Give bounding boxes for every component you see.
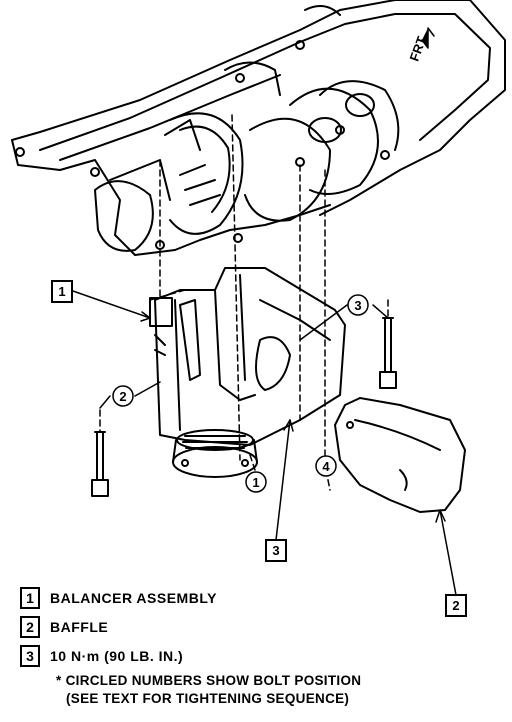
front-orientation-label: FRT (407, 34, 430, 63)
svg-text:3: 3 (272, 543, 279, 558)
callout-box-1: 1 (51, 280, 73, 303)
legend-label: BAFFLE (50, 619, 109, 635)
legend-number-box: 2 (20, 616, 40, 638)
svg-text:1: 1 (58, 284, 65, 299)
svg-text:1: 1 (252, 475, 259, 490)
bolt-position-circle-1: 1 (245, 471, 267, 493)
balancer-housing-drawing (149, 267, 346, 478)
callout-box-3: 3 (265, 539, 287, 562)
legend-number-box: 3 (20, 645, 40, 667)
bolt-right-drawing (379, 317, 397, 389)
svg-text:2: 2 (119, 389, 126, 404)
legend-item-torque: 3 10 N·m (90 LB. IN.) (20, 645, 183, 667)
legend-label: 10 N·m (90 LB. IN.) (50, 648, 184, 664)
legend-item-baffle: 2 BAFFLE (20, 616, 108, 638)
engine-block-drawing (11, 0, 506, 256)
note-line-1: * CIRCLED NUMBERS SHOW BOLT POSITION (56, 673, 362, 688)
bolt-position-circle-4: 4 (315, 455, 337, 477)
bolt-position-circle-2: 2 (112, 385, 134, 407)
legend-number-box: 1 (20, 587, 40, 609)
bolt-position-circle-3: 3 (347, 294, 369, 316)
svg-text:2: 2 (452, 598, 459, 613)
callout-box-2: 2 (445, 594, 467, 617)
legend-item-balancer-assembly: 1 BALANCER ASSEMBLY (20, 587, 217, 609)
svg-text:4: 4 (322, 459, 330, 474)
svg-text:3: 3 (354, 298, 361, 313)
note-line-2: (SEE TEXT FOR TIGHTENING SEQUENCE) (66, 691, 350, 706)
bolt-left-drawing (91, 431, 109, 497)
legend-label: BALANCER ASSEMBLY (50, 590, 217, 606)
baffle-drawing (334, 397, 466, 513)
